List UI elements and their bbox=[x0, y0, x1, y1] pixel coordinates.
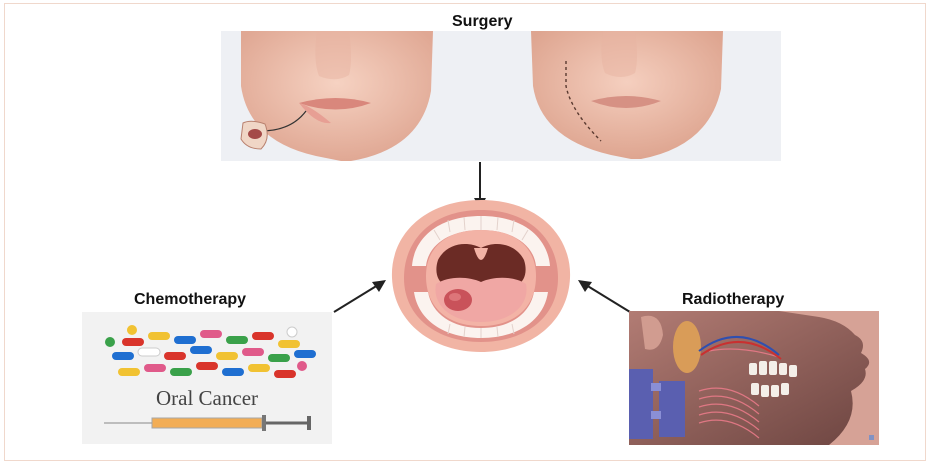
surgery-label: Surgery bbox=[452, 13, 512, 31]
arrow-radiotherapy-to-mouth bbox=[574, 276, 634, 316]
salivary-gland bbox=[673, 321, 701, 373]
radiotherapy-label: Radiotherapy bbox=[682, 291, 784, 309]
oral-cancer-caption: Oral Cancer bbox=[156, 386, 258, 410]
open-mouth-illustration bbox=[388, 196, 574, 356]
surgery-faces-illustration bbox=[221, 31, 781, 161]
pills-illustration: Oral Cancer bbox=[82, 312, 332, 444]
syringe-icon bbox=[104, 415, 311, 431]
radiotherapy-illustration bbox=[629, 311, 879, 445]
chemotherapy-label: Chemotherapy bbox=[134, 291, 246, 309]
chemotherapy-image: Oral Cancer bbox=[82, 312, 332, 444]
radiotherapy-image bbox=[629, 311, 879, 445]
arrow-chemotherapy-to-mouth bbox=[330, 276, 390, 316]
surgery-image bbox=[221, 31, 781, 161]
